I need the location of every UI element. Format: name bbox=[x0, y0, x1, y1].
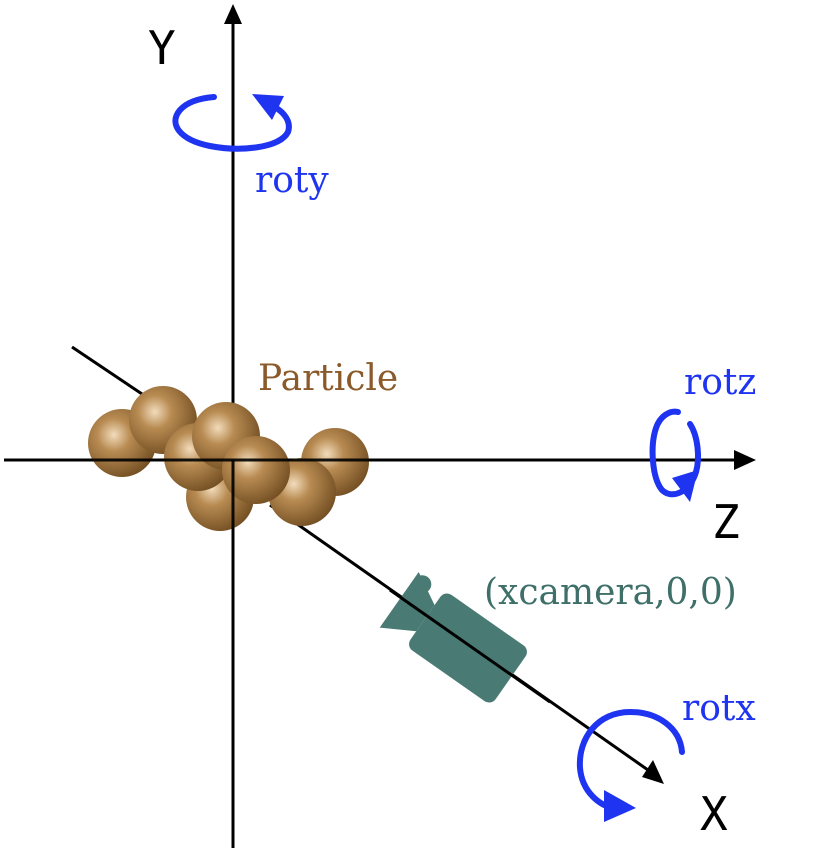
rotz-label: rotz bbox=[684, 362, 756, 403]
particle-sphere bbox=[222, 436, 290, 504]
x-axis-label: X bbox=[700, 787, 728, 841]
rotx-label: rotx bbox=[682, 688, 756, 729]
x-axis-back-line bbox=[71, 345, 149, 400]
y-axis-label: Y bbox=[148, 21, 176, 75]
roty-label: roty bbox=[255, 160, 329, 201]
x-axis-arrow-icon bbox=[642, 760, 664, 784]
x-axis-camera-overlay-line bbox=[389, 588, 551, 704]
particle-label: Particle bbox=[258, 358, 398, 399]
roty-rotation-icon bbox=[172, 94, 292, 152]
z-axis-label: Z bbox=[712, 495, 740, 549]
z-axis-arrow-icon bbox=[734, 450, 756, 470]
particle-cluster bbox=[88, 386, 369, 531]
camera-position-label: (xcamera,0,0) bbox=[484, 572, 737, 613]
y-axis-arrow-icon bbox=[224, 4, 242, 24]
rotz-rotation-icon bbox=[649, 408, 701, 502]
rotx-rotation-icon bbox=[576, 708, 685, 822]
